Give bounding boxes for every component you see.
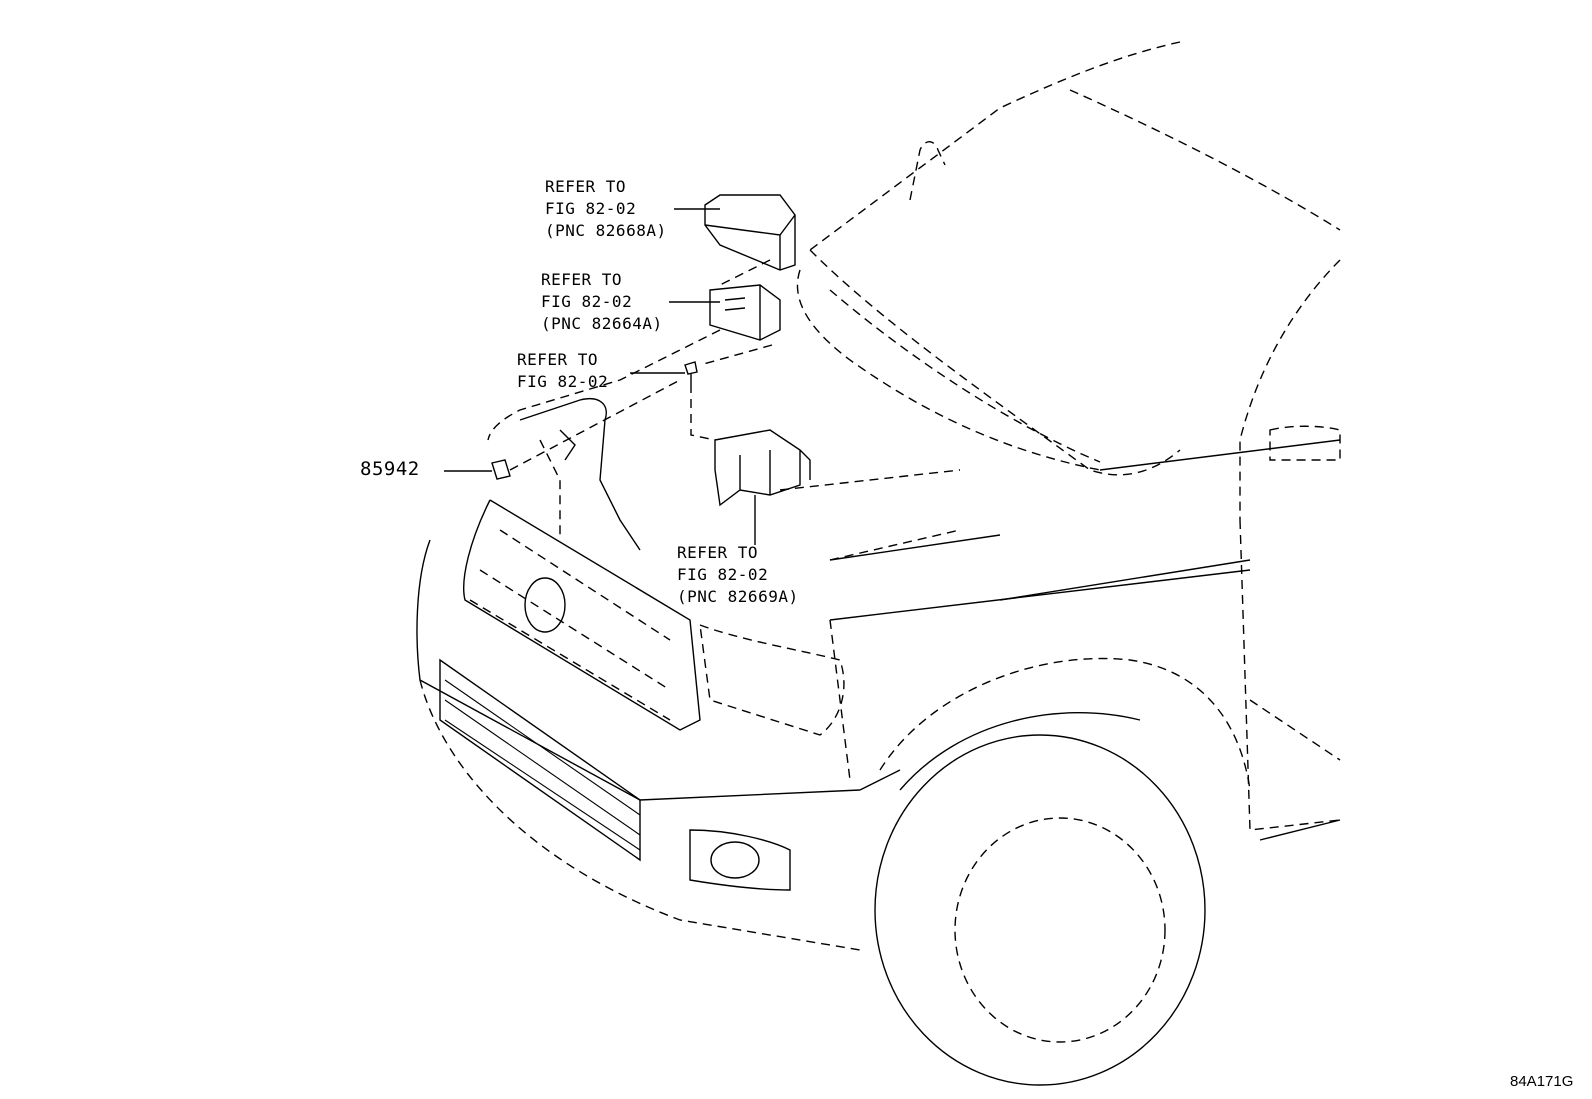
bolt-part <box>684 361 698 384</box>
rocker-line <box>1259 819 1341 841</box>
callout-line: REFER TO <box>517 350 599 369</box>
assembly-line-4 <box>719 259 771 286</box>
grille-outer <box>463 499 701 731</box>
assembly-line-7 <box>829 619 851 781</box>
bumper-grille <box>439 658 641 862</box>
bumper-bottom <box>419 679 861 951</box>
grille-inner-2 <box>479 569 671 691</box>
callout-line: FIG 82-02 <box>517 372 609 391</box>
body-crease-2 <box>829 534 1001 561</box>
bumper-side <box>859 769 901 791</box>
bumper-slots <box>444 679 641 851</box>
tire-outer <box>874 734 1206 1086</box>
badge <box>524 577 566 633</box>
headlight <box>699 623 845 736</box>
body-crease-3 <box>829 569 1251 621</box>
fog-lamp <box>689 829 791 891</box>
windshield-left <box>809 249 1181 476</box>
a-pillar <box>1239 259 1341 520</box>
wheel-arch <box>879 657 1251 791</box>
grille-inner-3 <box>469 599 671 721</box>
callout-line: REFER TO <box>545 177 627 196</box>
wheel-arch-inner <box>899 711 1141 791</box>
callout-line: FIG 82-02 <box>545 199 637 218</box>
connector-part <box>491 459 511 480</box>
assembly-line-5 <box>779 469 961 491</box>
bracket-part <box>714 429 811 507</box>
grille-inner-1 <box>499 529 671 641</box>
body-crease <box>999 559 1251 601</box>
support-bracket-3 <box>559 429 576 461</box>
callout-line: FIG 82-02 <box>677 565 769 584</box>
support-bracket <box>519 398 641 551</box>
callout-relay-block: REFER TO FIG 82-02 (PNC 82664A) <box>541 269 663 335</box>
fender-line <box>1099 439 1341 471</box>
assembly-line-3 <box>509 379 681 471</box>
assembly-line-1 <box>699 344 773 366</box>
rear-wheel-arch <box>1249 699 1341 761</box>
antenna <box>909 141 946 201</box>
hood-front <box>487 329 721 441</box>
bumper-top <box>416 539 861 801</box>
callout-line: REFER TO <box>541 270 623 289</box>
cover-part <box>704 194 796 271</box>
fog-lamp-lens <box>710 841 760 879</box>
door-line <box>1239 519 1341 831</box>
windshield-top <box>1069 89 1341 231</box>
part-number-label: 85942 <box>360 458 420 480</box>
relay-block-part <box>709 284 781 341</box>
tire-inner <box>954 817 1166 1043</box>
support-bracket-2 <box>539 439 561 540</box>
callout-line: (PNC 82669A) <box>677 587 799 606</box>
callout-bolt: REFER TO FIG 82-02 <box>517 349 608 393</box>
assembly-line-2 <box>690 384 716 441</box>
figure-code: 84A171G <box>1510 1073 1574 1090</box>
callout-cover: REFER TO FIG 82-02 (PNC 82668A) <box>545 176 667 242</box>
callout-bracket: REFER TO FIG 82-02 (PNC 82669A) <box>677 542 799 608</box>
callout-line: (PNC 82668A) <box>545 221 667 240</box>
assembly-line-6 <box>829 529 961 561</box>
windshield-inner <box>829 289 1101 463</box>
callout-line: REFER TO <box>677 543 759 562</box>
callout-line: FIG 82-02 <box>541 292 633 311</box>
hood-edge <box>796 269 1101 471</box>
callout-line: (PNC 82664A) <box>541 314 663 333</box>
roof-line <box>809 41 1181 251</box>
mirror <box>1269 425 1341 461</box>
